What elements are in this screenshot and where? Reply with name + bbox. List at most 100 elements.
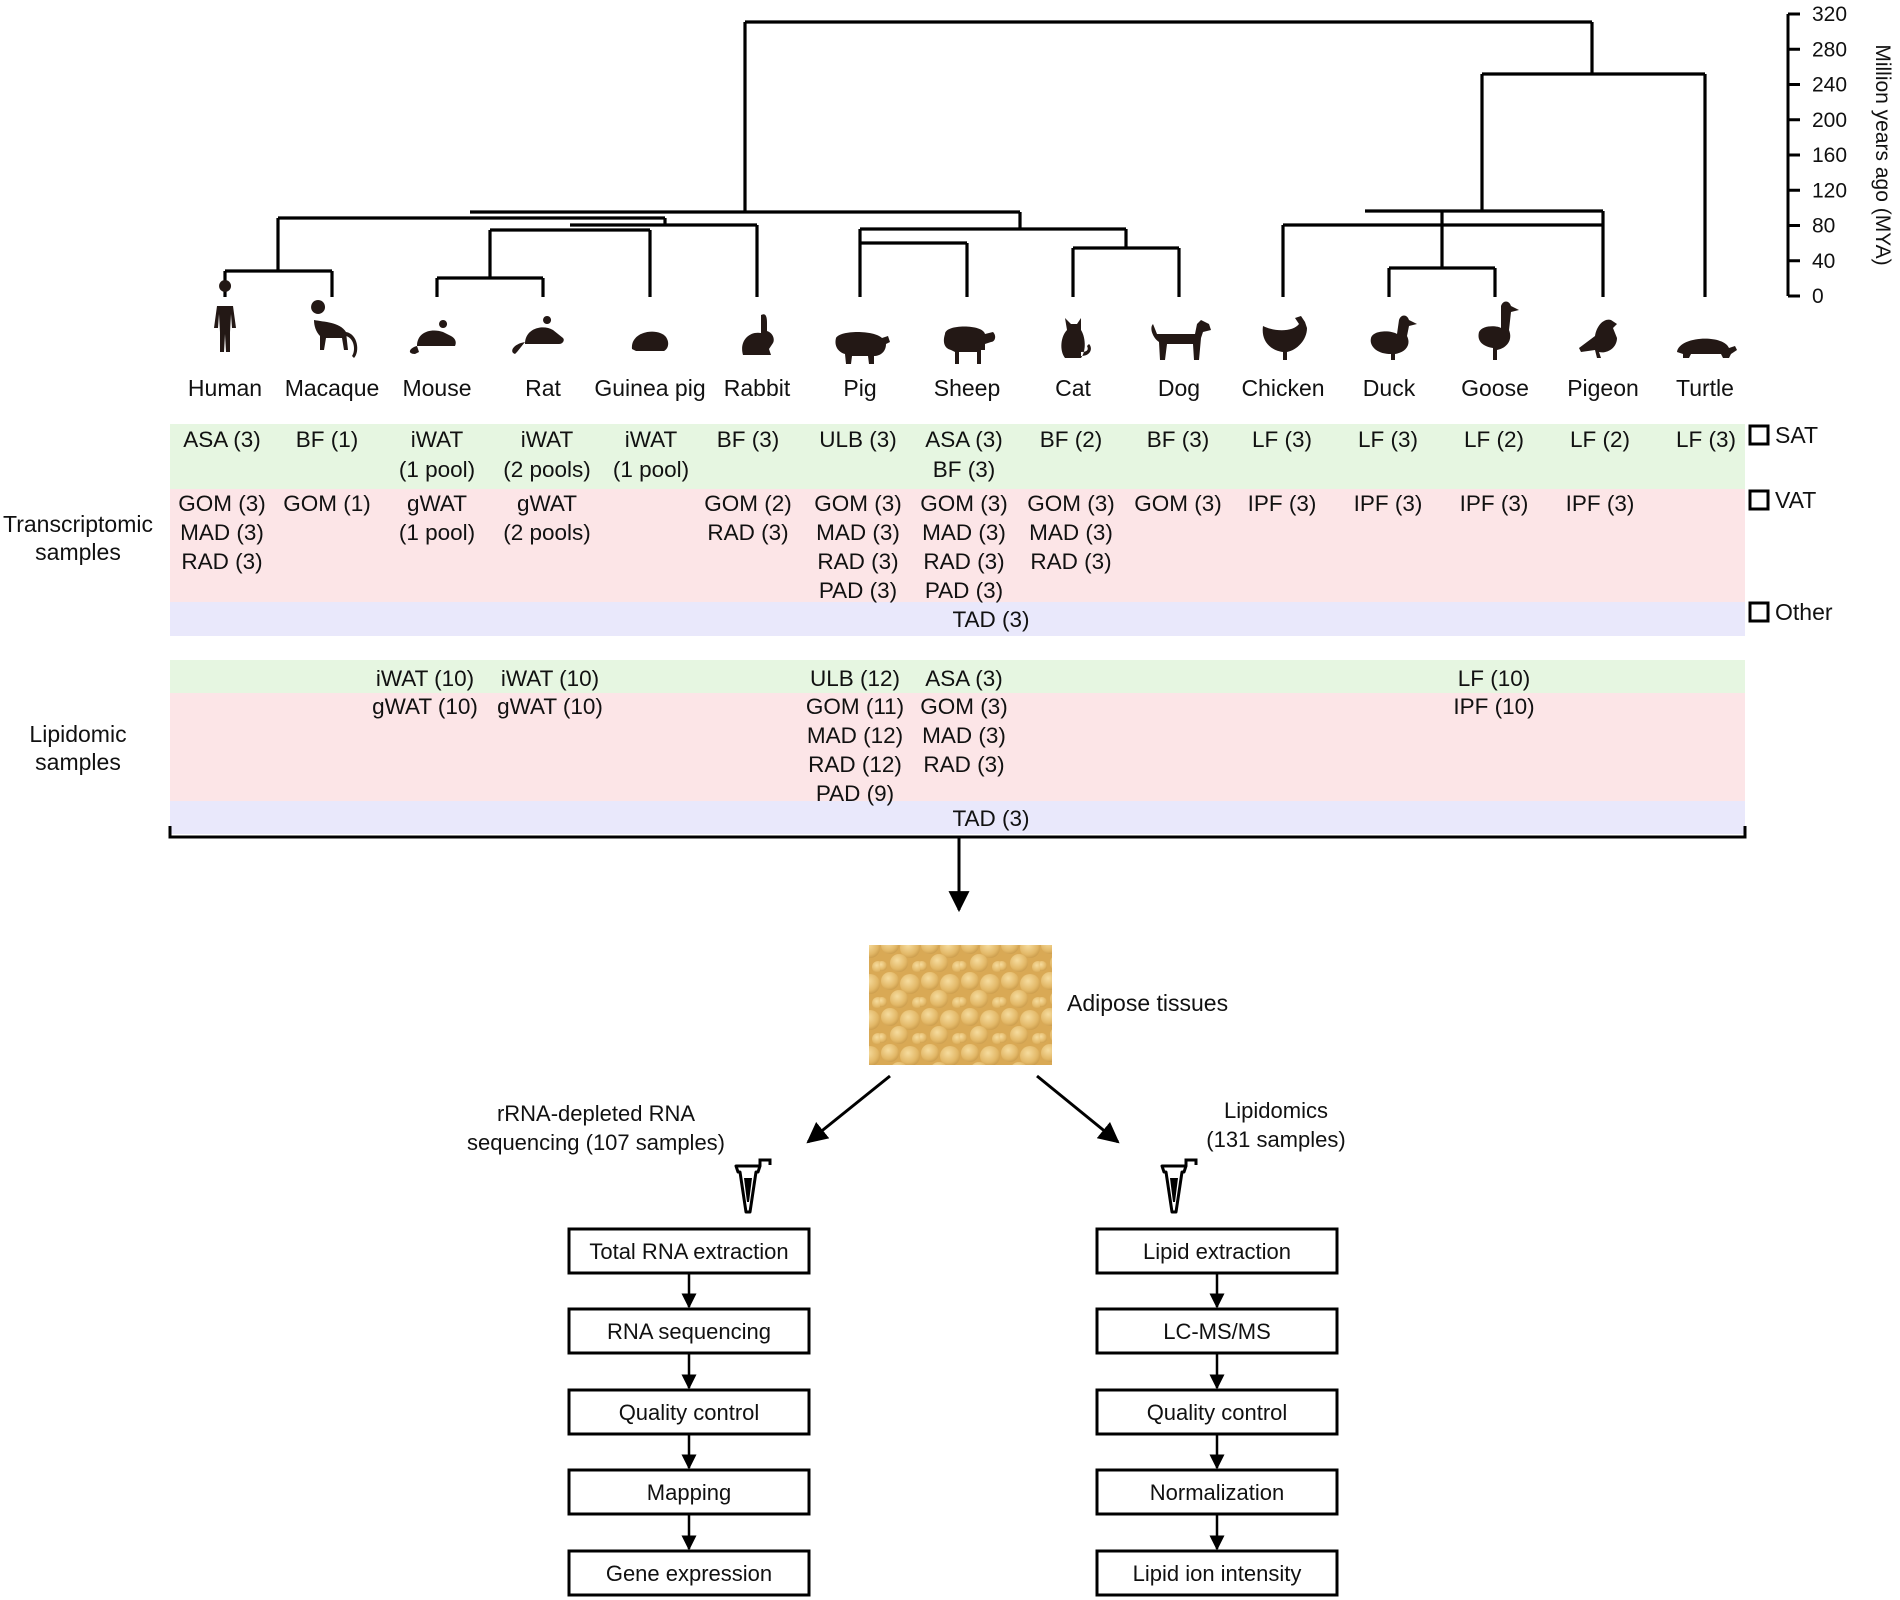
species-label-duck: Duck xyxy=(1363,375,1416,401)
lipidomic-vat-cell: RAD (12) xyxy=(808,752,902,777)
transcriptomic-vat-cell: IPF (3) xyxy=(1460,491,1529,516)
rna-branch-arrow xyxy=(806,1074,891,1144)
lipidomic-other-band xyxy=(170,801,1745,834)
transcriptomic-vat-cell: MAD (3) xyxy=(1029,520,1113,545)
transcriptomic-vat-cell: MAD (3) xyxy=(816,520,900,545)
lipidomic-vat-cell: gWAT (10) xyxy=(497,694,603,719)
rna-step-rna-sequencing-box: RNA sequencing xyxy=(567,1307,811,1355)
transcriptomic-sat-cell: LF (3) xyxy=(1252,427,1312,452)
transcriptomic-vat-cell: PAD (3) xyxy=(819,578,897,603)
legend-vat-swatch xyxy=(1748,489,1770,511)
duck-icon xyxy=(1370,315,1417,360)
rna-step-rna-sequencing-label: RNA sequencing xyxy=(607,1319,771,1344)
transcriptomic-sat-cell: (2 pools) xyxy=(503,457,591,482)
lipidomic-vat-cell: IPF (10) xyxy=(1453,694,1534,719)
species-label-macaque: Macaque xyxy=(285,375,380,401)
species-label-rabbit: Rabbit xyxy=(724,375,791,401)
transcriptomic-vat-cell: GOM (1) xyxy=(283,491,371,516)
legend-other-label: Other xyxy=(1775,599,1833,625)
time-axis-label: Million years ago (MYA) xyxy=(1871,44,1894,265)
rna-step-total-rna-extraction-label: Total RNA extraction xyxy=(589,1239,788,1264)
goose-icon xyxy=(1478,301,1519,360)
transcriptomic-sat-cell: BF (3) xyxy=(933,457,996,482)
lipidomic-label-line2: samples xyxy=(35,749,121,775)
species-label-goose: Goose xyxy=(1461,375,1529,401)
rna-step-gene-expression-box: Gene expression xyxy=(567,1549,811,1597)
species-label-rat: Rat xyxy=(525,375,561,401)
transcriptomic-sat-cell: LF (3) xyxy=(1676,427,1736,452)
transcriptomic-sat-cell: (1 pool) xyxy=(613,457,689,482)
lipidomic-label-line1: Lipidomic xyxy=(29,721,126,747)
lipidomic-sat-cell: ULB (12) xyxy=(810,666,900,691)
lipid-step-quality-control-label: Quality control xyxy=(1147,1400,1288,1425)
lipid-title-line1: Lipidomics xyxy=(1224,1098,1328,1123)
legend-sat-swatch xyxy=(1748,424,1770,446)
transcriptomic-vat-cell: MAD (3) xyxy=(922,520,1006,545)
rna-step-gene-expression-label: Gene expression xyxy=(606,1561,772,1586)
transcriptomic-sat-cell: iWAT xyxy=(625,427,678,452)
transcriptomic-vat-cell: (1 pool) xyxy=(399,520,475,545)
transcriptomic-vat-cell: GOM (3) xyxy=(920,491,1008,516)
lipidomic-sat-cell: iWAT (10) xyxy=(376,666,474,691)
species-label-chicken: Chicken xyxy=(1241,375,1324,401)
phylogenetic-tree xyxy=(223,20,1707,297)
turtle-icon xyxy=(1677,338,1737,358)
transcriptomic-vat-cell: RAD (3) xyxy=(707,520,788,545)
lipid-step-lc-ms-ms-label: LC-MS/MS xyxy=(1163,1319,1271,1344)
transcriptomic-other-band xyxy=(170,602,1745,636)
transcriptomic-vat-cell: RAD (3) xyxy=(923,549,1004,574)
adipose-tissue-label: Adipose tissues xyxy=(1067,990,1228,1016)
lipidomic-sat-cell: LF (10) xyxy=(1458,666,1531,691)
lipid-step-lipid-ion-intensity-label: Lipid ion intensity xyxy=(1133,1561,1302,1586)
lipidomic-vat-cell: MAD (3) xyxy=(922,723,1006,748)
lipidomic-vat-cell: RAD (3) xyxy=(923,752,1004,777)
lipid-step-lipid-extraction-label: Lipid extraction xyxy=(1143,1239,1291,1264)
species-label-mouse: Mouse xyxy=(402,375,471,401)
transcriptomic-sat-cell: iWAT xyxy=(411,427,464,452)
lipidomic-vat-cell: MAD (12) xyxy=(807,723,903,748)
lipid-step-normalization-box: Normalization xyxy=(1095,1468,1339,1516)
dog-icon xyxy=(1151,320,1211,360)
transcriptomic-sat-cell: LF (2) xyxy=(1570,427,1630,452)
lipid-step-lipid-extraction-box: Lipid extraction xyxy=(1095,1227,1339,1275)
transcriptomic-vat-band xyxy=(170,489,1745,602)
pig-icon xyxy=(835,332,890,364)
transcriptomic-vat-cell: MAD (3) xyxy=(180,520,264,545)
rna-title-line2: sequencing (107 samples) xyxy=(467,1130,725,1155)
transcriptomic-sat-cell: BF (1) xyxy=(296,427,359,452)
transcriptomic-vat-cell: GOM (2) xyxy=(704,491,792,516)
species-label-cat: Cat xyxy=(1055,375,1091,401)
transcriptomic-vat-cell: gWAT xyxy=(407,491,467,516)
lipidomic-vat-cell: GOM (3) xyxy=(920,694,1008,719)
time-axis-tick-label: 280 xyxy=(1812,38,1847,61)
time-axis-tick-label: 200 xyxy=(1812,109,1847,132)
lipid-step-lipid-ion-intensity-box: Lipid ion intensity xyxy=(1095,1549,1339,1597)
adipose-tissue-image xyxy=(869,945,1052,1065)
human-icon xyxy=(214,280,236,352)
rna-step-mapping-box: Mapping xyxy=(567,1468,811,1516)
transcriptomic-sat-cell: (1 pool) xyxy=(399,457,475,482)
lipidomic-vat-cell: PAD (9) xyxy=(816,781,894,806)
time-axis-tick-label: 160 xyxy=(1812,144,1847,167)
legend-sat-label: SAT xyxy=(1775,422,1818,448)
rabbit-icon xyxy=(742,314,774,355)
time-axis-tick-label: 80 xyxy=(1812,215,1835,238)
rat-icon xyxy=(512,316,564,354)
rna-step-quality-control-label: Quality control xyxy=(619,1400,760,1425)
chicken-icon xyxy=(1262,316,1307,360)
band-legend: SAT VAT Other xyxy=(1748,422,1833,625)
time-axis-tick-label: 320 xyxy=(1812,3,1847,26)
species-label-sheep: Sheep xyxy=(934,375,1001,401)
transcriptomic-vat-cell: PAD (3) xyxy=(925,578,1003,603)
mouse-icon xyxy=(409,320,456,354)
time-axis-tick-label: 0 xyxy=(1812,285,1824,308)
time-axis-tick-label: 120 xyxy=(1812,179,1847,202)
lipidomic-sat-band xyxy=(170,660,1745,693)
rna-step-total-rna-extraction-box: Total RNA extraction xyxy=(567,1227,811,1275)
transcriptomic-sat-band xyxy=(170,424,1745,489)
lipid-tube-icon xyxy=(1160,1158,1198,1214)
time-axis-tick-label: 240 xyxy=(1812,74,1847,97)
transcriptomic-sat-cell: LF (2) xyxy=(1464,427,1524,452)
